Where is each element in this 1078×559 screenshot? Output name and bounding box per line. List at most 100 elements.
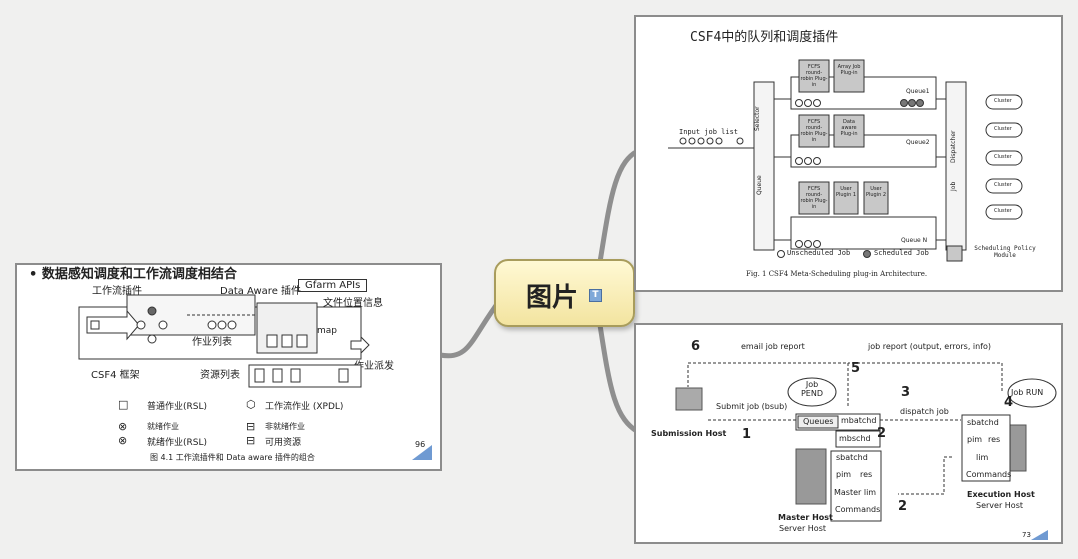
legend-text: 可用资源 bbox=[265, 438, 302, 448]
image-card-top-right[interactable]: CSF4中的队列和调度插件 bbox=[634, 15, 1063, 292]
unscheduled-job bbox=[795, 157, 803, 165]
exec-stack bbox=[961, 414, 1011, 482]
resource-icon bbox=[272, 368, 283, 383]
map-label: map bbox=[317, 326, 337, 336]
page-number: 96 bbox=[415, 440, 426, 449]
legend-text: 就绪作业 bbox=[147, 422, 179, 431]
master-stack bbox=[830, 450, 882, 522]
queue-label: Queue1 bbox=[906, 88, 930, 95]
resource-icon bbox=[296, 334, 308, 348]
cluster-node bbox=[985, 178, 1023, 194]
cluster-node bbox=[985, 94, 1023, 110]
resource-icon bbox=[254, 368, 265, 383]
mbatchd-label: mbatchd bbox=[841, 416, 877, 425]
scheduled-job bbox=[908, 99, 916, 107]
job-circle bbox=[679, 137, 687, 145]
page-number: 73 bbox=[1022, 531, 1031, 539]
job-circle bbox=[688, 137, 696, 145]
note-icon[interactable]: T bbox=[589, 289, 602, 302]
plugin-label: FCFS round-robin Plug-in bbox=[800, 64, 828, 88]
step-number: 3 bbox=[901, 385, 911, 400]
rsl-job-icon bbox=[90, 320, 100, 330]
pim-label: pim bbox=[836, 470, 852, 479]
dispatcher-label: Dispatcher bbox=[950, 130, 957, 163]
legend-text: 非就绪作业 bbox=[265, 422, 305, 431]
plugin-box bbox=[798, 114, 830, 148]
plugin-label: FCFS round-robin Plug-in bbox=[800, 119, 828, 143]
dispatch-job-label: dispatch job bbox=[900, 407, 949, 416]
return-arrow bbox=[898, 456, 952, 495]
step-number: 1 bbox=[742, 427, 752, 442]
legend-symbol: ⬡ bbox=[246, 398, 256, 411]
master-host-server bbox=[795, 448, 827, 505]
step-number: 4 bbox=[1004, 395, 1014, 410]
unscheduled-job bbox=[813, 157, 821, 165]
step-number: 6 bbox=[691, 339, 701, 354]
email-report-arrow bbox=[687, 362, 849, 406]
legend-unscheduled bbox=[777, 250, 785, 258]
card-title: CSF4中的队列和调度插件 bbox=[690, 30, 839, 45]
legend-symbol: □ bbox=[118, 398, 129, 411]
dag-node bbox=[158, 320, 168, 330]
execution-host-label: Execution Host bbox=[967, 490, 1035, 499]
queue-label: Queue2 bbox=[906, 139, 930, 146]
dag-node bbox=[136, 320, 146, 330]
legend-symbol: ⊗ bbox=[118, 434, 128, 447]
submit-job-label: Submit job (bsub) bbox=[716, 402, 788, 411]
legend-scheduled bbox=[863, 250, 871, 258]
csf4-architecture-diagram bbox=[668, 59, 1023, 262]
ready-job bbox=[207, 320, 217, 330]
step-number: 5 bbox=[851, 361, 861, 376]
legend-policy bbox=[946, 245, 963, 262]
legend-text: 工作流作业 (XPDL) bbox=[265, 402, 344, 412]
figure-caption: Fig. 1 CSF4 Meta-Scheduling plug-in Arch… bbox=[746, 270, 928, 278]
job-report-label: job report (output, errors, info) bbox=[868, 342, 992, 351]
unscheduled-job bbox=[804, 157, 812, 165]
image-card-left[interactable]: • 数据感知调度和工作流调度相结合 工作流插件 Data Aware 插件 Gf… bbox=[15, 263, 442, 471]
legend-symbol: ⊗ bbox=[118, 420, 128, 433]
dag-node bbox=[147, 306, 157, 316]
job-circle bbox=[736, 137, 744, 145]
master-lim-label: Master lim bbox=[834, 488, 877, 497]
plugin-box bbox=[833, 114, 865, 148]
plugin-label: User Plugin 1 bbox=[835, 186, 857, 198]
central-topic-label: 图片 bbox=[526, 283, 579, 313]
selector-box bbox=[753, 81, 775, 251]
queues-label: Queues bbox=[803, 417, 834, 426]
legend-symbol: ⊟ bbox=[246, 420, 256, 433]
job-list-label: 作业列表 bbox=[192, 337, 232, 348]
resource-icon bbox=[266, 334, 278, 348]
input-job-list-label: Input job list bbox=[679, 128, 739, 136]
gfarm-apis-box: Gfarm APIs bbox=[298, 279, 368, 292]
pim-label: pim bbox=[967, 435, 983, 444]
mbschd-box bbox=[835, 430, 881, 448]
workflow-plugin-box bbox=[126, 294, 256, 336]
image-card-bottom-right[interactable]: email job report job report (output, err… bbox=[634, 323, 1063, 544]
submission-host-label: Submission Host bbox=[651, 429, 727, 438]
queue-axis-label: Queue bbox=[756, 175, 763, 195]
plugin-box bbox=[863, 181, 889, 215]
plugin-label: User Plugin 2 bbox=[865, 186, 887, 198]
cluster-label: Cluster bbox=[994, 98, 1012, 104]
central-topic[interactable]: 图片 T bbox=[494, 259, 635, 327]
job-pend-bubble bbox=[787, 377, 837, 407]
resource-list-label: 资源列表 bbox=[200, 370, 240, 381]
queue-label: Queue N bbox=[901, 237, 928, 244]
commands-label: Commands bbox=[835, 505, 881, 514]
unscheduled-job bbox=[795, 99, 803, 107]
workflow-plugin-label: 工作流插件 bbox=[92, 286, 142, 297]
job-report-arrow bbox=[848, 362, 1003, 391]
mbschd-label: mbschd bbox=[839, 434, 871, 443]
data-aware-plugin-label: Data Aware 插件 bbox=[220, 286, 302, 297]
unscheduled-job bbox=[813, 240, 821, 248]
unscheduled-job bbox=[795, 240, 803, 248]
plugin-box bbox=[833, 59, 865, 93]
unscheduled-job bbox=[804, 240, 812, 248]
selector-label: Selector bbox=[754, 106, 761, 131]
sbatchd-label: sbatchd bbox=[967, 418, 999, 427]
job-circle bbox=[697, 137, 705, 145]
file-location-label: 文件位置信息 bbox=[323, 298, 383, 309]
cluster-node bbox=[985, 150, 1023, 166]
res-label: res bbox=[860, 470, 873, 479]
